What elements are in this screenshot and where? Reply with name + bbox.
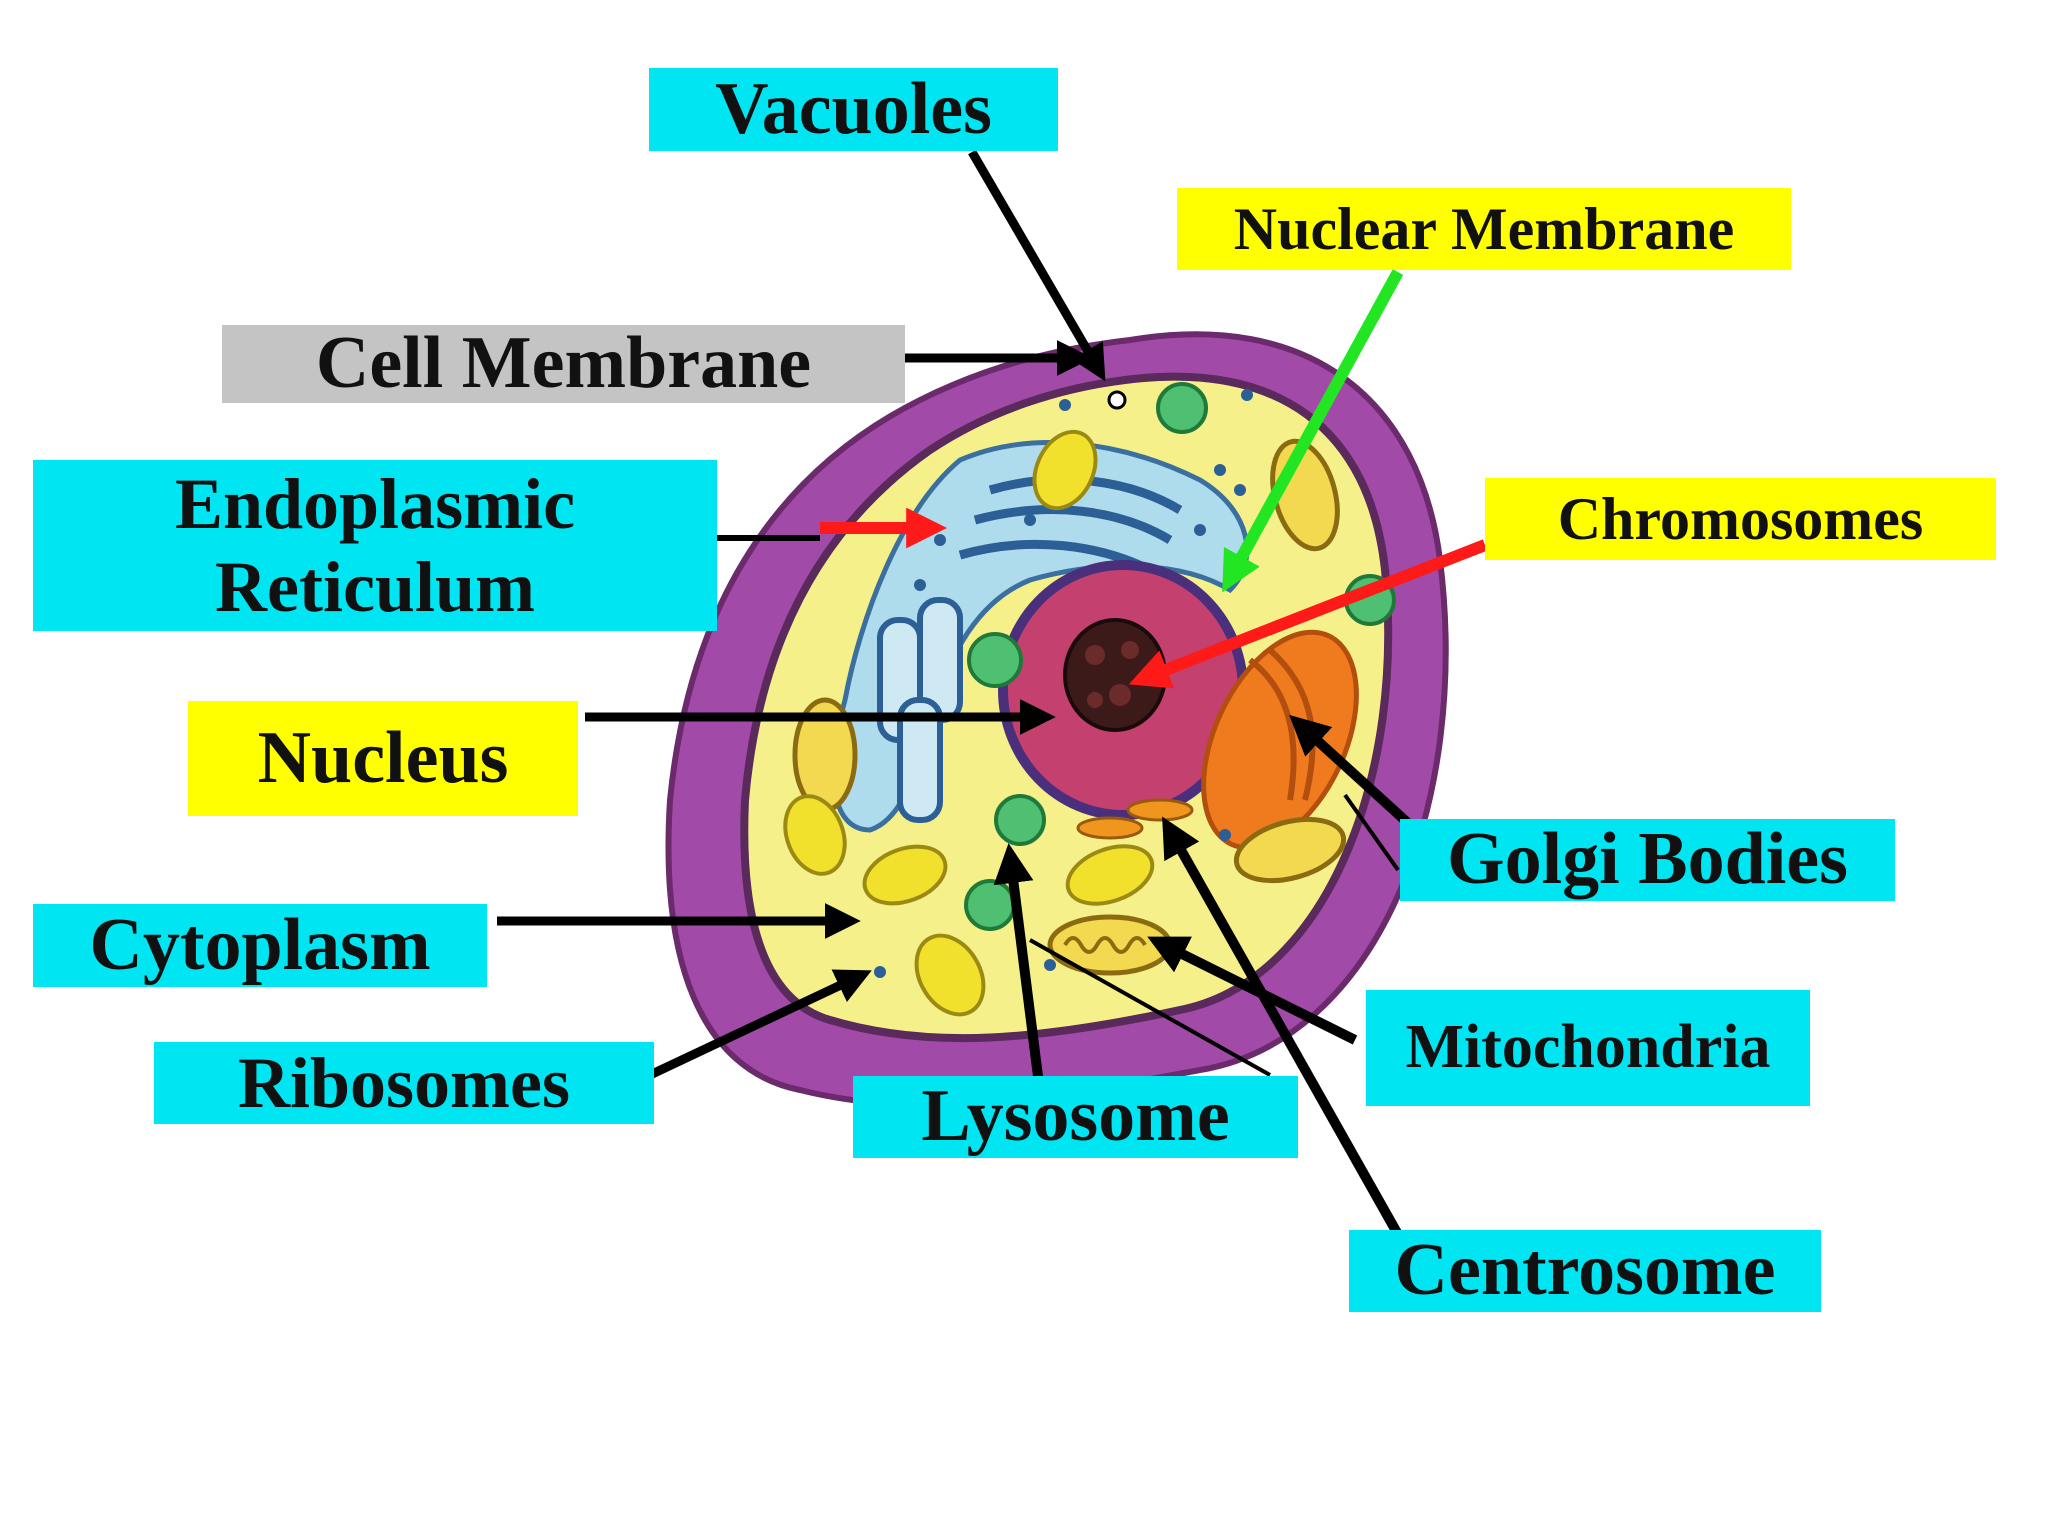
label-endoplasmic-reticulum: Endoplasmic Reticulum (33, 460, 717, 631)
arrow-mitochondria-line (1029, 938, 1271, 1077)
vacuole (1107, 390, 1127, 410)
label-cell-membrane: Cell Membrane (222, 322, 905, 404)
arrow-centrosome (1162, 816, 1405, 1241)
label-er-line1: Endoplasmic (174, 463, 576, 544)
label-mitochondria: Mitochondria (1366, 990, 1810, 1106)
pointer-arrows (497, 149, 1488, 1241)
arrow-chromosomes (1128, 539, 1488, 689)
label-er-line2: Reticulum (215, 546, 535, 627)
arrow-golgi-line (1343, 793, 1400, 872)
label-nuclear-membrane: Nuclear Membrane (1177, 188, 1791, 270)
label-lysosome: Lysosome (853, 1075, 1298, 1158)
nucleus (998, 560, 1248, 820)
centrosome (1076, 798, 1194, 840)
vesicles (783, 429, 1155, 1017)
label-nucleus: Nucleus (188, 701, 578, 816)
label-centrosome: Centrosome (1349, 1229, 1821, 1312)
arrow-ribosomes (648, 969, 872, 1080)
label-ribosomes: Ribosomes (154, 1042, 654, 1124)
lysosomes (964, 382, 1396, 931)
arrow-lysosome (993, 843, 1045, 1093)
label-golgi-bodies: Golgi Bodies (1400, 818, 1895, 901)
label-cytoplasm: Cytoplasm (33, 904, 487, 987)
golgi-bodies (1201, 629, 1359, 851)
label-vacuoles: Vacuoles (649, 68, 1058, 151)
arrow-vacuoles (968, 149, 1106, 382)
label-chromosomes: Chromosomes (1485, 478, 1996, 560)
arrow-nuclear-membrane (1222, 269, 1404, 593)
